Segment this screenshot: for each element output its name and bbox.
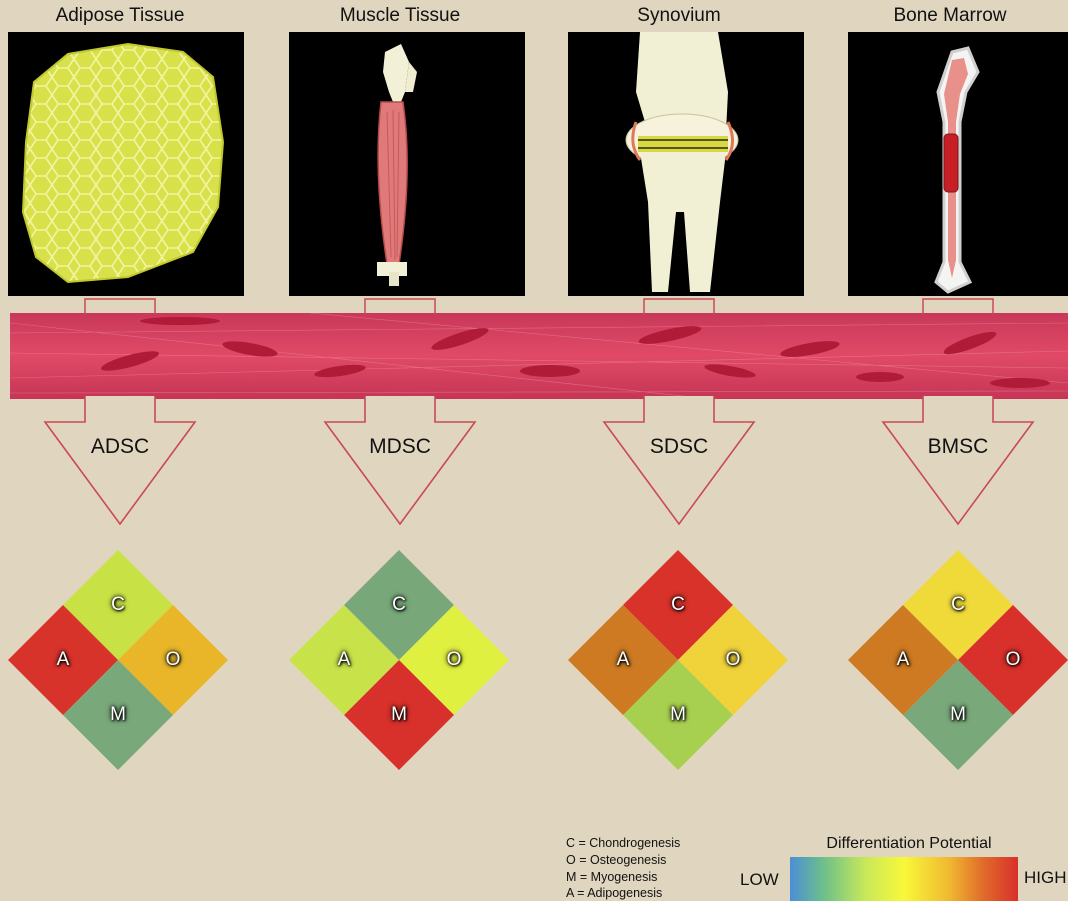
stem-cell-band — [10, 313, 1068, 399]
legend-adipogenesis: A = Adipogenesis — [566, 886, 662, 900]
legend-myogenesis: M = Myogenesis — [566, 870, 657, 884]
adipose-tissue-image — [8, 32, 244, 296]
panel-connectors — [0, 296, 1068, 316]
tissue-title-synovium: Synovium — [559, 5, 799, 27]
differentiation-colorbar — [790, 857, 1018, 901]
legend-osteogenesis: O = Osteogenesis — [566, 853, 666, 867]
myogenesis-letter: M — [661, 698, 695, 732]
bone-marrow-image — [848, 32, 1068, 296]
label-bmsc: BMSC — [883, 435, 1033, 459]
myogenesis-letter: M — [941, 698, 975, 732]
adipogenesis-letter: A — [46, 643, 80, 677]
chondrogenesis-letter: C — [941, 588, 975, 622]
tissue-title-bone-marrow: Bone Marrow — [830, 5, 1068, 27]
chondrogenesis-letter: C — [101, 588, 135, 622]
myogenesis-letter: M — [101, 698, 135, 732]
osteogenesis-letter: O — [437, 643, 471, 677]
tissue-title-adipose: Adipose Tissue — [0, 5, 240, 27]
chondrogenesis-letter: C — [661, 588, 695, 622]
adipogenesis-letter: A — [327, 643, 361, 677]
myogenesis-letter: M — [382, 698, 416, 732]
chondrogenesis-letter: C — [382, 588, 416, 622]
label-sdsc: SDSC — [604, 435, 754, 459]
colorbar-title: Differentiation Potential — [790, 835, 1028, 853]
tissue-title-muscle: Muscle Tissue — [280, 5, 520, 27]
osteogenesis-letter: O — [996, 643, 1030, 677]
legend-chondrogenesis: C = Chondrogenesis — [566, 836, 680, 850]
label-mdsc: MDSC — [325, 435, 475, 459]
adipogenesis-letter: A — [886, 643, 920, 677]
label-adsc: ADSC — [45, 435, 195, 459]
synovium-image — [568, 32, 804, 296]
colorbar-high-label: HIGH — [1024, 868, 1067, 888]
adipogenesis-letter: A — [606, 643, 640, 677]
arrow-adsc — [35, 396, 205, 526]
osteogenesis-letter: O — [156, 643, 190, 677]
arrow-mdsc — [315, 396, 485, 526]
colorbar-low-label: LOW — [740, 870, 779, 890]
muscle-tissue-image — [289, 32, 525, 296]
arrow-sdsc — [594, 396, 764, 526]
arrow-bmsc — [873, 396, 1043, 526]
osteogenesis-letter: O — [716, 643, 750, 677]
